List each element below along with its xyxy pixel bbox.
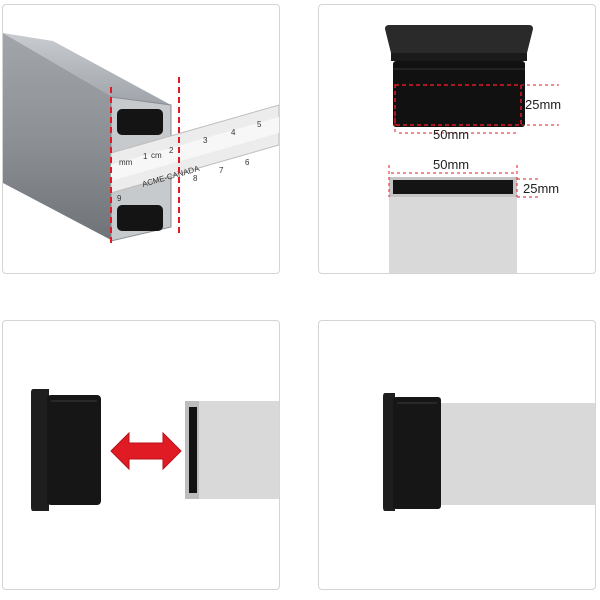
double-arrow-icon	[110, 431, 182, 471]
tube-opening-top	[117, 109, 163, 135]
dimensions-illustration: 25mm 50mm 50mm 25mm	[385, 25, 561, 273]
panel-dimensions: 25mm 50mm 50mm 25mm	[318, 4, 596, 274]
insert-illustration	[31, 389, 279, 511]
tube-measurement-illustration: mm 1 cm 2 3 4 5 ACME-CANADA 9 8 7 6	[3, 33, 279, 245]
end-cap-side	[31, 389, 101, 511]
panel-installed	[318, 320, 596, 590]
tube-height-label: 25mm	[523, 181, 559, 196]
installed-cap-body	[393, 397, 441, 509]
ruler-label-7: 7	[219, 166, 224, 175]
ruler-label-5: 5	[257, 120, 262, 129]
ruler-label-9: 9	[117, 194, 122, 203]
panel-insert	[2, 320, 280, 590]
ruler-label-mm: mm	[119, 158, 133, 167]
tube-with-cap	[383, 393, 595, 511]
panel-tube-measurement: mm 1 cm 2 3 4 5 ACME-CANADA 9 8 7 6	[2, 4, 280, 274]
ruler-label-cm: cm	[151, 151, 162, 160]
ruler-label-2: 2	[169, 146, 174, 155]
square-tube-vertical	[389, 177, 517, 273]
tube-end	[185, 401, 279, 499]
installed-illustration	[383, 393, 595, 511]
ruler-label-3: 3	[203, 136, 208, 145]
cap-width-label: 50mm	[433, 127, 469, 142]
installed-cap-flange	[383, 393, 395, 511]
ruler-label-6: 6	[245, 158, 250, 167]
cap-height-label: 25mm	[525, 97, 561, 112]
tube-width-label: 50mm	[433, 157, 469, 172]
ruler-label-1: 1	[143, 152, 148, 161]
ruler-label-4: 4	[231, 128, 236, 137]
plastic-end-cap	[385, 25, 533, 127]
tube-opening-bottom	[117, 205, 163, 231]
ruler-label-8: 8	[193, 174, 198, 183]
aluminum-tube	[3, 33, 172, 242]
